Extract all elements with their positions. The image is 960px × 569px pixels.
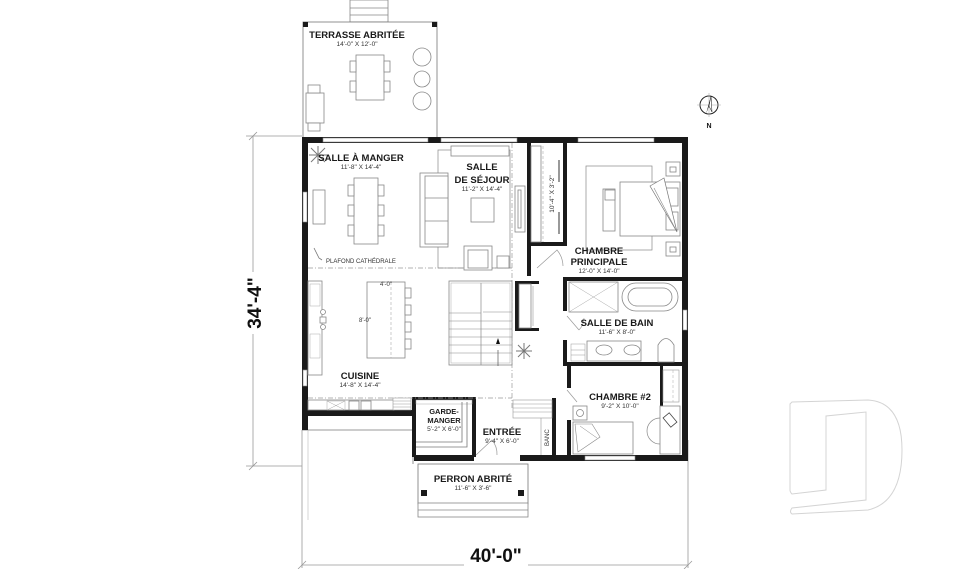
- room-dim-perron: 11'-6" X 3'-6": [455, 485, 493, 492]
- interior-walls: [412, 143, 682, 460]
- plant-icon: [516, 343, 532, 359]
- room-dim-salle-manger: 11'-8" X 14'-4": [341, 164, 382, 171]
- door-swing: [536, 249, 564, 269]
- entry-furniture: [475, 399, 553, 456]
- room-name-terrasse: TERRASSE ABRITÉE: [309, 30, 405, 41]
- kitchen-furniture: [307, 280, 412, 411]
- room-name-garde-manger-1: GARDE-: [429, 407, 459, 416]
- room-dim-entree: 9'-4" X 6'-0": [485, 438, 520, 445]
- island-width-label: 4'-0": [380, 282, 392, 288]
- overall-depth-dimension: [238, 131, 302, 471]
- room-name-perron: PERRON ABRITÉ: [434, 474, 512, 485]
- bedroom2-furniture: [566, 369, 681, 455]
- terrasse-abritee: [302, 0, 438, 139]
- room-name-chambre-principale-1: CHAMBRE: [575, 246, 624, 257]
- north-arrow-icon: [697, 93, 721, 117]
- island-length-label: 8'-0": [359, 318, 371, 324]
- overall-width-dimension: [297, 430, 693, 569]
- room-name-salle-sejour-2: DE SÉJOUR: [455, 175, 510, 186]
- room-name-salle-bain: SALLE DE BAIN: [581, 318, 654, 329]
- living-furniture: [419, 145, 526, 271]
- north-label: N: [706, 123, 711, 130]
- room-dim-chambre2: 9'-2" X 10'-0": [601, 403, 639, 410]
- windows: [302, 137, 688, 461]
- room-name-salle-manger: SALLE À MANGER: [318, 153, 404, 164]
- master-bed-furniture: [585, 161, 681, 257]
- perron-abrite: [417, 463, 529, 518]
- overall-depth-label: 34'-4": [245, 277, 266, 329]
- front-door-swing: [475, 439, 498, 456]
- room-dim-garde-manger: 5'-2" X 6'-0": [427, 426, 462, 433]
- room-dim-salle-bain: 11'-6" X 8'-0": [599, 329, 637, 336]
- room-name-salle-sejour-1: SALLE: [466, 162, 497, 173]
- plant-icon: [309, 146, 327, 164]
- banc-label: BANC: [545, 429, 551, 446]
- room-name-cuisine: CUISINE: [341, 371, 380, 382]
- watermark-logo-icon: [789, 399, 903, 515]
- room-name-entree: ENTRÉE: [483, 427, 522, 438]
- room-dim-terrasse: 14'-0" X 12'-0": [336, 41, 378, 48]
- overall-width-label: 40'-0": [470, 546, 522, 567]
- dining-furniture: [309, 146, 385, 261]
- bathroom-fixtures: [566, 281, 679, 363]
- walk-in-closet: [530, 145, 560, 243]
- stair-arrow-icon: [496, 338, 500, 344]
- room-dim-chambre-principale: 12'-0" X 14'-0": [578, 268, 620, 275]
- room-dim-cuisine: 14'-8" X 14'-4": [339, 382, 381, 389]
- room-name-chambre2: CHAMBRE #2: [589, 392, 651, 403]
- staircase: [448, 280, 534, 366]
- plafond-cathedrale-label: PLAFOND CATHÉDRALE: [326, 258, 396, 265]
- room-dim-salle-sejour: 11'-2" X 14'-4": [462, 186, 503, 193]
- room-name-chambre-principale-2: PRINCIPALE: [571, 257, 628, 268]
- room-name-garde-manger-2: MANGER: [427, 416, 461, 425]
- room-dim-walk-in: 10'-4" X 3'-2": [549, 175, 556, 213]
- pantry-shelves: [415, 399, 473, 448]
